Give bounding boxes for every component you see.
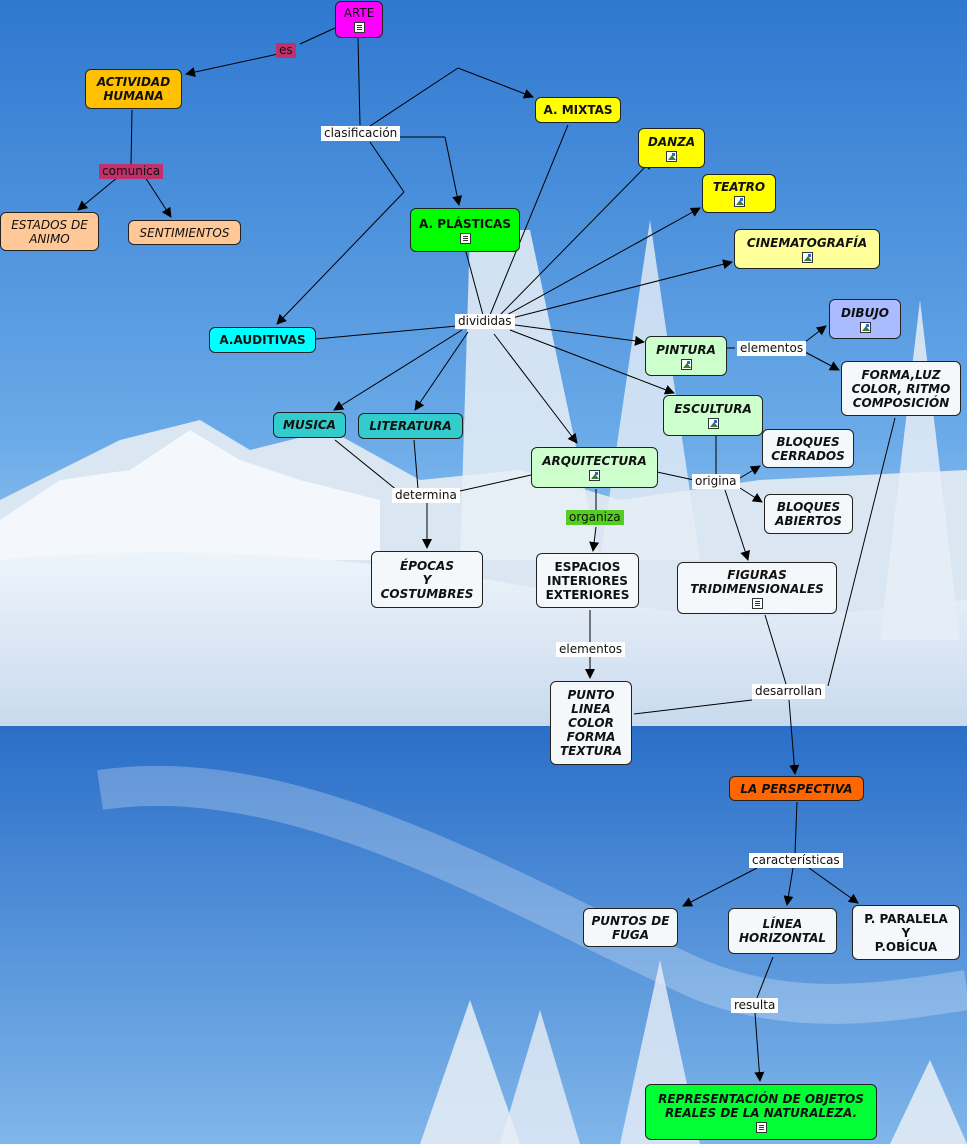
image-icon[interactable] — [680, 358, 692, 370]
node-puntos-de-fuga-text: PUNTOS DE FUGA — [591, 913, 670, 942]
node-a-plasticas-text: A. PLÁSTICAS — [418, 216, 511, 231]
document-icon[interactable] — [353, 22, 365, 33]
node-linea-horizontal-text: LÍNEA HORIZONTAL — [738, 917, 827, 945]
link-label-caracteristicas: características — [749, 853, 843, 868]
node-a-auditivas-text: A.AUDITIVAS — [219, 333, 306, 347]
node-forma-luz[interactable]: FORMA,LUZ COLOR, RITMO COMPOSICIÓN — [841, 361, 961, 416]
node-representacion[interactable]: REPRESENTACIÓN DE OBJETOS REALES DE LA N… — [645, 1084, 877, 1140]
node-puntos-de-fuga[interactable]: PUNTOS DE FUGA — [583, 908, 678, 947]
node-arte-text: ARTE — [343, 6, 375, 20]
node-actividad-humana-text: ACTIVIDAD HUMANA — [96, 75, 171, 103]
node-estados-de-animo-text: ESTADOS DE ANIMO — [11, 217, 88, 246]
link-label-origina: origina — [692, 474, 740, 489]
node-representacion-text: REPRESENTACIÓN DE OBJETOS REALES DE LA N… — [658, 1091, 864, 1120]
document-icon[interactable] — [755, 1121, 767, 1133]
node-musica[interactable]: MUSICA — [273, 412, 346, 438]
node-literatura-text: LITERATURA — [369, 419, 452, 433]
node-espacios[interactable]: ESPACIOS INTERIORES EXTERIORES — [536, 553, 639, 608]
node-a-plasticas[interactable]: A. PLÁSTICAS — [410, 208, 520, 252]
node-dibujo-text: DIBUJO — [841, 305, 889, 320]
node-musica-text: MUSICA — [283, 418, 336, 432]
node-paralela-obicua[interactable]: P. PARALELA Y P.OBÍCUA — [852, 905, 960, 960]
image-icon[interactable] — [666, 150, 677, 162]
node-actividad-humana[interactable]: ACTIVIDAD HUMANA — [85, 69, 182, 109]
node-sentimientos-text: SENTIMIENTOS — [139, 225, 230, 240]
node-teatro-text: TEATRO — [712, 180, 766, 194]
image-icon[interactable] — [707, 418, 719, 429]
link-label-resulta: resulta — [731, 998, 779, 1013]
node-figuras-tridimensionales-text: FIGURAS TRIDIMENSIONALES — [690, 567, 824, 596]
document-icon[interactable] — [751, 597, 763, 609]
node-bloques-abiertos[interactable]: BLOQUES ABIERTOS — [764, 494, 853, 534]
link-label-clasificacion: clasificación — [321, 126, 401, 141]
node-pintura-text: PINTURA — [656, 342, 716, 357]
node-la-perspectiva[interactable]: LA PERSPECTIVA — [729, 776, 864, 801]
node-epocas-y-costumbres-text: ÉPOCAS Y COSTUMBRES — [380, 558, 474, 601]
link-label-divididas: divididas — [455, 314, 515, 329]
node-forma-luz-text: FORMA,LUZ COLOR, RITMO COMPOSICIÓN — [851, 367, 951, 410]
link-label-desarrollan: desarrollan — [752, 684, 825, 699]
node-linea-horizontal[interactable]: LÍNEA HORIZONTAL — [728, 908, 837, 954]
link-label-determina: determina — [392, 488, 460, 503]
node-danza[interactable]: DANZA — [638, 128, 705, 168]
node-danza-text: DANZA — [647, 134, 696, 149]
node-teatro[interactable]: TEATRO — [702, 174, 776, 213]
link-label-es: es — [276, 43, 296, 58]
node-dibujo[interactable]: DIBUJO — [829, 299, 901, 339]
node-estados-de-animo[interactable]: ESTADOS DE ANIMO — [0, 212, 99, 251]
node-paralela-obicua-text: P. PARALELA Y P.OBÍCUA — [864, 911, 948, 954]
node-a-mixtas[interactable]: A. MIXTAS — [535, 97, 621, 123]
link-label-elementos-pintura: elementos — [737, 341, 807, 356]
node-arquitectura-text: ARQUITECTURA — [542, 454, 647, 468]
node-pintura[interactable]: PINTURA — [645, 336, 727, 376]
node-arte[interactable]: ARTE — [335, 1, 383, 38]
node-punto-linea-text: PUNTO LINEA COLOR FORMA TEXTURA — [559, 688, 623, 758]
link-label-elementos-espacios: elementos — [556, 642, 626, 657]
node-literatura[interactable]: LITERATURA — [358, 413, 463, 439]
node-a-mixtas-text: A. MIXTAS — [543, 103, 613, 117]
node-bloques-cerrados-text: BLOQUES CERRADOS — [771, 434, 845, 463]
node-cinematografia[interactable]: CINEMATOGRAFÍA — [734, 229, 880, 269]
image-icon[interactable] — [733, 196, 745, 207]
node-bloques-abiertos-text: BLOQUES ABIERTOS — [775, 500, 842, 528]
link-label-organiza: organiza — [566, 510, 624, 525]
node-la-perspectiva-text: LA PERSPECTIVA — [740, 781, 853, 796]
node-escultura[interactable]: ESCULTURA — [663, 395, 763, 436]
image-icon[interactable] — [859, 321, 871, 333]
node-escultura-text: ESCULTURA — [674, 402, 752, 416]
node-sentimientos[interactable]: SENTIMIENTOS — [128, 220, 241, 245]
document-icon[interactable] — [459, 232, 471, 244]
node-bloques-cerrados[interactable]: BLOQUES CERRADOS — [762, 429, 854, 468]
link-label-comunica: comunica — [99, 164, 164, 179]
node-cinematografia-text: CINEMATOGRAFÍA — [746, 235, 868, 250]
node-arquitectura[interactable]: ARQUITECTURA — [531, 447, 658, 488]
node-figuras-tridimensionales[interactable]: FIGURAS TRIDIMENSIONALES — [677, 562, 837, 614]
node-punto-linea[interactable]: PUNTO LINEA COLOR FORMA TEXTURA — [550, 681, 632, 765]
node-epocas-y-costumbres[interactable]: ÉPOCAS Y COSTUMBRES — [371, 551, 483, 608]
image-icon[interactable] — [801, 251, 813, 263]
node-espacios-text: ESPACIOS INTERIORES EXTERIORES — [545, 559, 630, 602]
image-icon[interactable] — [589, 470, 600, 481]
node-a-auditivas[interactable]: A.AUDITIVAS — [209, 327, 316, 353]
